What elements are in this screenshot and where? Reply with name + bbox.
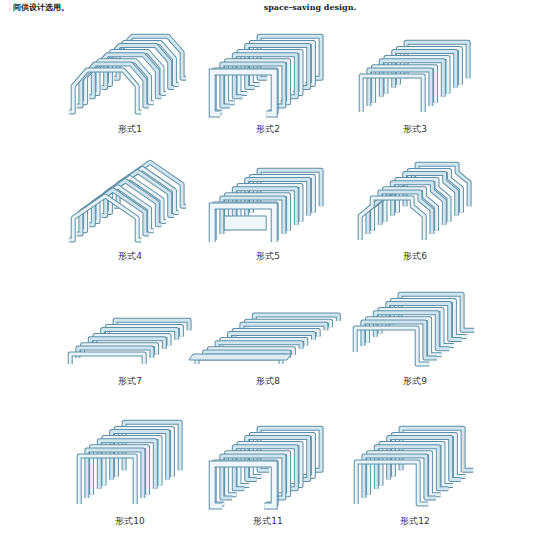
bellows-cover xyxy=(69,36,186,112)
bellows-pleat-face xyxy=(355,328,429,364)
bellows-cover xyxy=(79,422,180,504)
bellows-cover xyxy=(360,164,469,240)
bellows-pleat-face xyxy=(227,453,289,495)
end-plate-face xyxy=(212,72,274,114)
end-plate xyxy=(189,354,291,360)
bellows-pleat-face xyxy=(356,462,428,504)
bellows-pleat xyxy=(355,328,429,364)
bellows-pleat xyxy=(69,70,141,112)
end-plate xyxy=(212,206,274,242)
bellows-pleat-face xyxy=(69,70,141,112)
bellows-pleat xyxy=(214,462,276,504)
form-label: 形式6 xyxy=(403,252,427,262)
bellows-pleat xyxy=(79,456,135,504)
form-label: 形式8 xyxy=(256,377,280,387)
bellows-pleat xyxy=(360,198,424,240)
bellows-cover xyxy=(189,315,338,364)
bellows-cover xyxy=(212,428,321,506)
bellows-cover xyxy=(355,294,474,364)
bellows-cover xyxy=(212,170,321,242)
bellows-pleat-face xyxy=(214,70,276,112)
bellows-pleat-face xyxy=(70,354,144,364)
end-plate-face xyxy=(212,464,274,506)
bellows-pleat xyxy=(227,453,289,495)
bellows-pleat-face xyxy=(361,76,423,112)
form-label: 形式4 xyxy=(118,252,142,262)
end-plate xyxy=(212,464,274,506)
bellows-pleat xyxy=(369,453,441,495)
bellows-pleat-face xyxy=(360,198,424,240)
bellows-pleat xyxy=(70,354,144,364)
bellows-pleat xyxy=(69,196,141,240)
header-note: space-saving design. xyxy=(264,3,357,12)
form-label: 形式11 xyxy=(253,517,282,527)
bellows-pleat-face xyxy=(79,456,135,504)
form-label: 形式1 xyxy=(118,125,142,135)
end-plate xyxy=(212,72,274,114)
form-label: 形式9 xyxy=(403,377,427,387)
form-label: 形式7 xyxy=(118,377,142,387)
bellows-cover xyxy=(69,162,186,240)
bellows-pleat xyxy=(227,61,289,103)
end-plate-face xyxy=(212,206,274,242)
bellows-pleat-face xyxy=(227,61,289,103)
form-label: 形式2 xyxy=(256,125,280,135)
bellows-pleat-face xyxy=(369,453,441,495)
header-note: 间供设计选用。 xyxy=(13,3,69,12)
form-label: 形式3 xyxy=(403,125,427,135)
bellows-cover xyxy=(212,36,321,114)
bellows-pleat xyxy=(214,70,276,112)
form-label: 形式12 xyxy=(400,517,429,527)
form-label: 形式10 xyxy=(115,517,144,527)
bellows-cover xyxy=(356,428,473,504)
plate-window xyxy=(224,216,266,230)
bellows-pleat-face xyxy=(214,462,276,504)
bellows-pleat-face xyxy=(69,196,141,240)
bellows-cover xyxy=(361,42,468,112)
bellows-pleat xyxy=(361,76,423,112)
bellows-pleat xyxy=(356,462,428,504)
form-label: 形式5 xyxy=(256,252,280,262)
bellows-cover xyxy=(70,320,189,364)
